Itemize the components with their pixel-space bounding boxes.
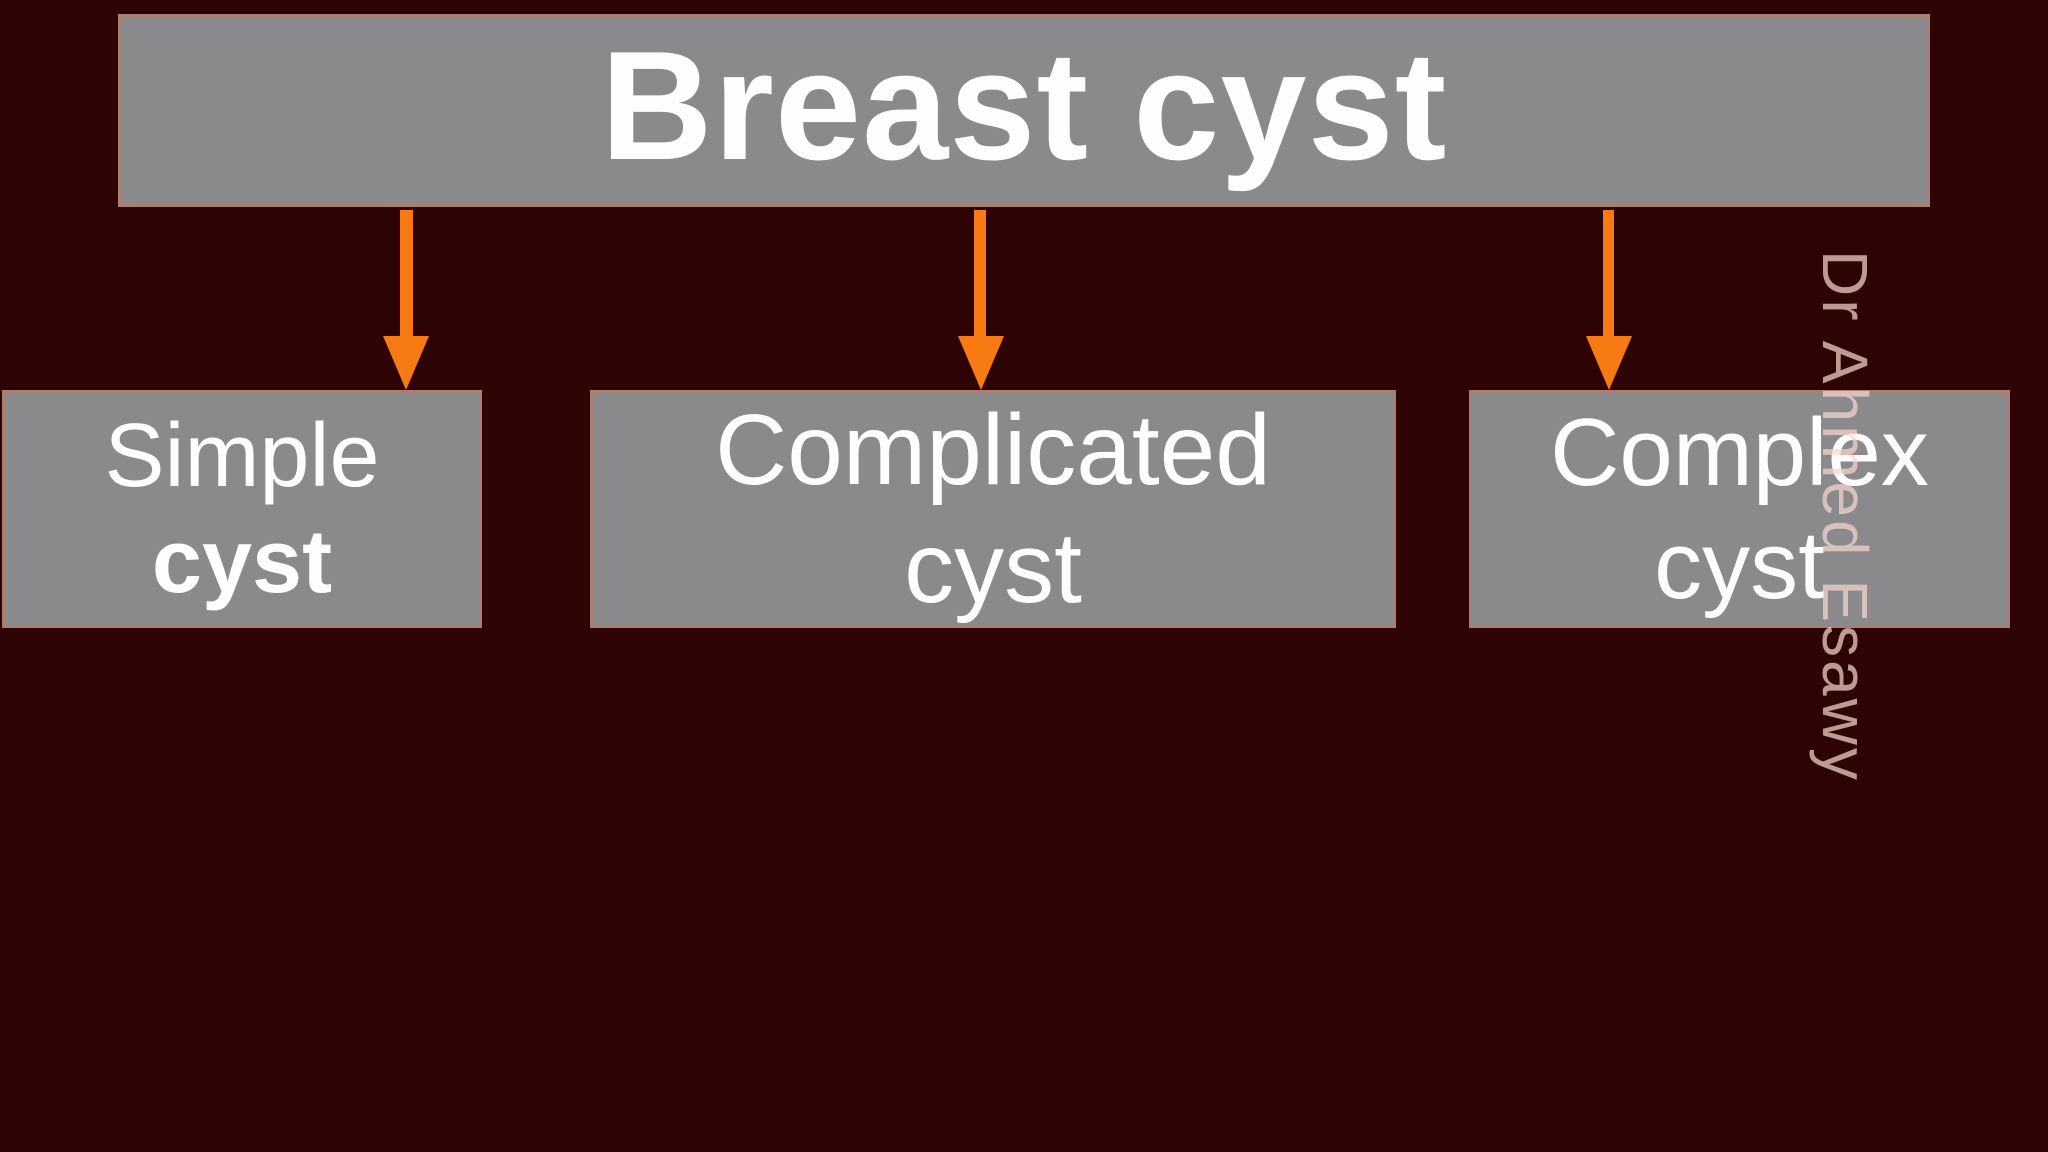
node-label-line1: Complicated [715, 394, 1271, 506]
node-complicated-cyst: Complicated cyst [590, 390, 1396, 628]
watermark-text: Dr Ahmed Esawy [1809, 250, 1881, 783]
node-complex-cyst: Complex cyst [1469, 390, 2010, 628]
arrow-down-icon [383, 210, 429, 390]
node-label-line2: cyst [904, 512, 1082, 624]
node-label-line2: cyst [151, 512, 333, 612]
page-title: Breast cyst [600, 19, 1448, 192]
title-node-breast-cyst: Breast cyst [118, 14, 1930, 207]
node-label-line1: Complex [1550, 398, 1929, 506]
node-simple-cyst: Simple cyst [2, 390, 482, 628]
node-label-line1: Simple [104, 405, 380, 506]
node-label: Complex cyst [1550, 396, 1929, 623]
node-label-line2: cyst [1654, 512, 1825, 619]
arrow-down-icon [958, 210, 1004, 390]
node-label: Simple cyst [104, 403, 379, 615]
arrow-down-icon [1586, 210, 1632, 390]
node-label: Complicated cyst [715, 391, 1271, 627]
